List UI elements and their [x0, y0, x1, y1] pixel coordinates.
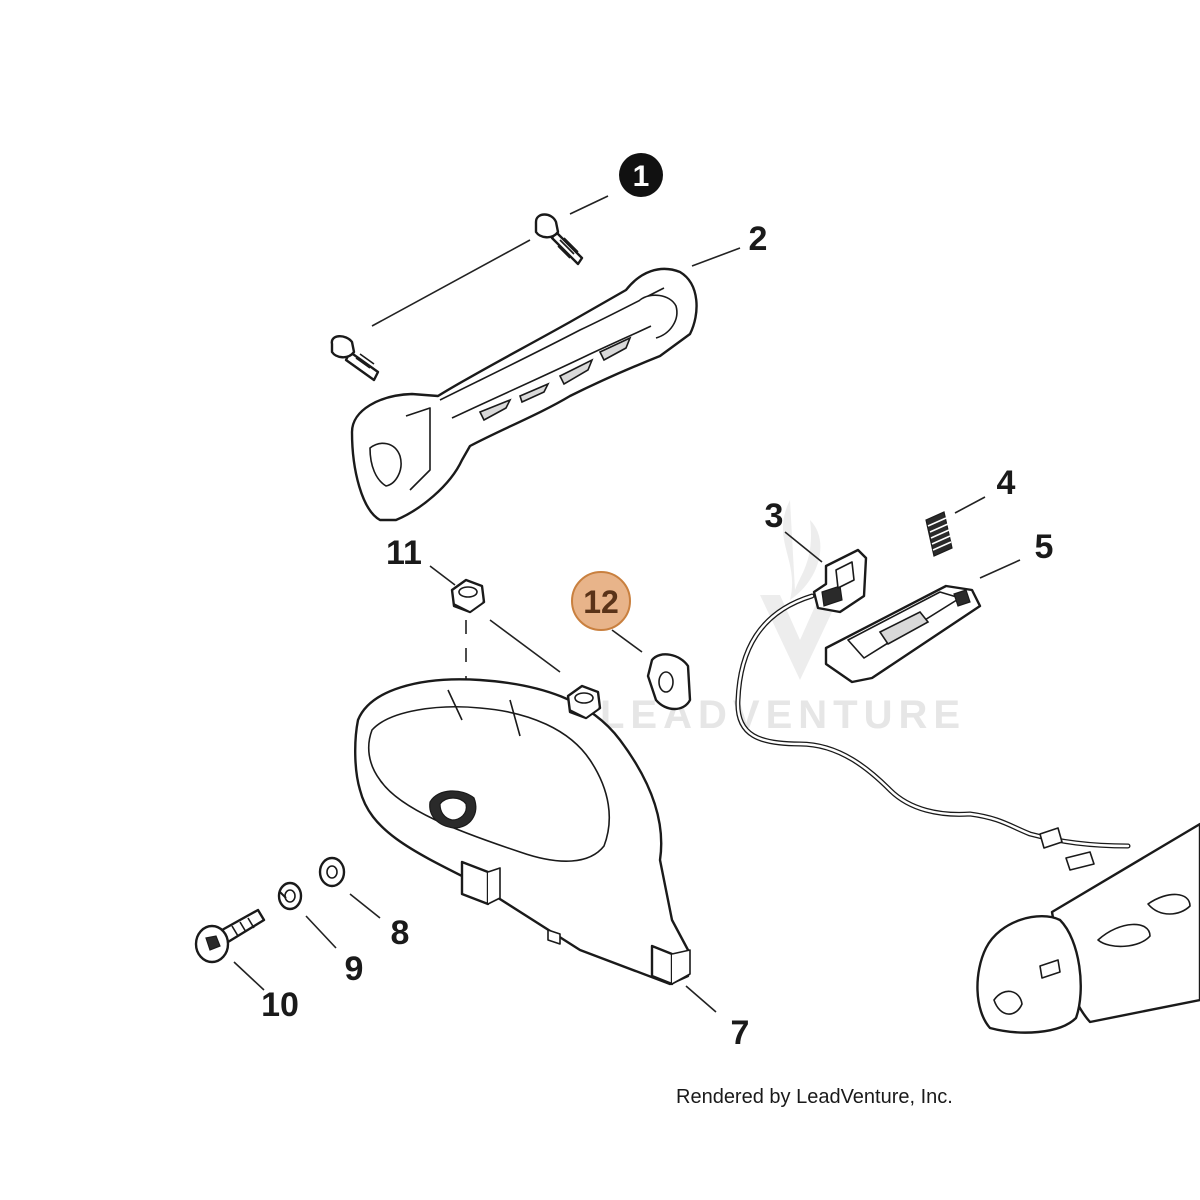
callout-2[interactable]: 2: [749, 220, 768, 258]
screw-lower[interactable]: [330, 335, 380, 382]
switch-connector[interactable]: [812, 548, 868, 614]
callout-10[interactable]: 10: [261, 986, 299, 1024]
highlight-circle: [571, 571, 631, 631]
gear-cover[interactable]: [354, 678, 691, 986]
leader-lines: [233, 195, 1021, 1013]
nut-right[interactable]: [566, 684, 602, 720]
callout-7[interactable]: 7: [731, 1014, 750, 1052]
callout-4[interactable]: 4: [997, 464, 1016, 502]
svg-text:1: 1: [633, 160, 650, 193]
callout-9[interactable]: 9: [345, 950, 364, 988]
switch-housing[interactable]: [824, 584, 982, 684]
handle[interactable]: [350, 267, 698, 522]
nut-left[interactable]: [450, 578, 486, 614]
lock-washer[interactable]: [277, 881, 303, 911]
wire-harness[interactable]: [735, 593, 1131, 871]
tube-shaft: [976, 822, 1200, 1034]
callout-5[interactable]: 5: [1035, 528, 1054, 566]
render-credit: Rendered by LeadVenture, Inc.: [676, 1086, 953, 1108]
callout-3[interactable]: 3: [765, 497, 784, 535]
callout-12-highlighted[interactable]: 12: [571, 571, 631, 631]
callout-1[interactable]: 1: [619, 153, 663, 197]
screw-upper[interactable]: [534, 213, 584, 266]
flat-washer[interactable]: [318, 856, 346, 888]
spring[interactable]: [925, 511, 953, 557]
svg-text:12: 12: [583, 584, 619, 620]
bolt[interactable]: [194, 908, 266, 964]
callout-11[interactable]: 11: [386, 534, 422, 572]
callout-8[interactable]: 8: [391, 914, 410, 952]
washer-plate[interactable]: [646, 653, 692, 711]
